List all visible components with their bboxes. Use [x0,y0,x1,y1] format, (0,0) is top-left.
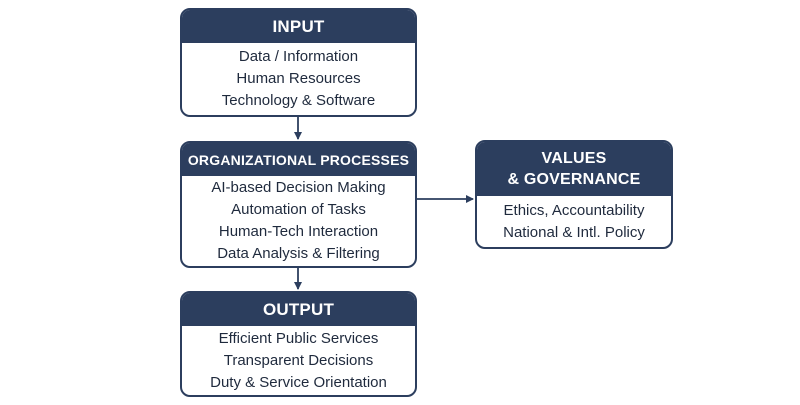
input-item: Data / Information [238,48,359,65]
values-item: Ethics, Accountability [503,201,645,219]
output-item: Duty & Service Orientation [210,373,387,391]
values-box-header: VALUES & GOVERNANCE [477,142,671,196]
input-item: Human Resources [236,70,361,87]
input-box-header: INPUT [182,10,415,43]
processes-title: ORGANIZATIONAL PROCESSES [187,151,410,168]
input-box: INPUT Data / Information Human Resources… [180,8,417,117]
input-box-body: Data / Information Human Resources Techn… [182,43,415,115]
processes-box: ORGANIZATIONAL PROCESSES AI-based Decisi… [180,141,417,268]
output-item: Transparent Decisions [223,351,374,369]
input-title: INPUT [272,16,325,36]
processes-box-body: AI-based Decision Making Automation of T… [182,176,415,266]
values-title-line: & GOVERNANCE [507,171,641,188]
processes-item: AI-based Decision Making [211,179,386,196]
values-box-body: Ethics, Accountability National & Intl. … [477,196,671,247]
output-box-header: OUTPUT [182,293,415,326]
processes-item: Automation of Tasks [231,201,366,218]
output-item: Efficient Public Services [218,329,379,347]
output-box: OUTPUT Efficient Public Services Transpa… [180,291,417,397]
output-box-body: Efficient Public Services Transparent De… [182,326,415,395]
output-title: OUTPUT [262,299,335,319]
processes-box-header: ORGANIZATIONAL PROCESSES [182,143,415,176]
values-title-line: VALUES [541,150,607,167]
processes-item: Data Analysis & Filtering [217,245,380,262]
input-item: Technology & Software [221,92,376,109]
processes-item: Human-Tech Interaction [218,223,379,240]
values-box: VALUES & GOVERNANCE Ethics, Accountabili… [475,140,673,249]
values-item: National & Intl. Policy [503,223,645,241]
